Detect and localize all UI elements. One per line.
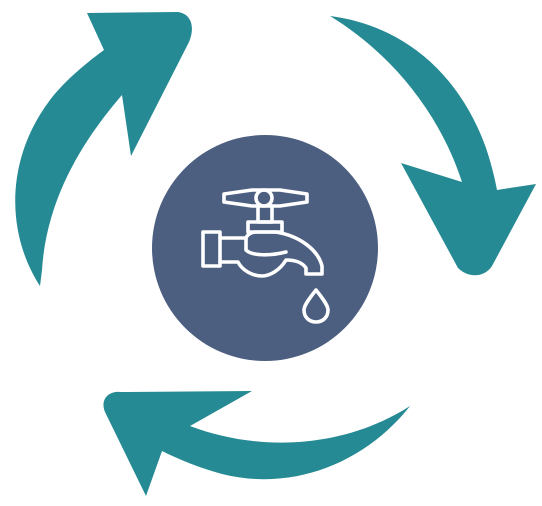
faucet-badge <box>152 135 378 361</box>
cycle-arrow-bottom-icon <box>103 391 410 496</box>
